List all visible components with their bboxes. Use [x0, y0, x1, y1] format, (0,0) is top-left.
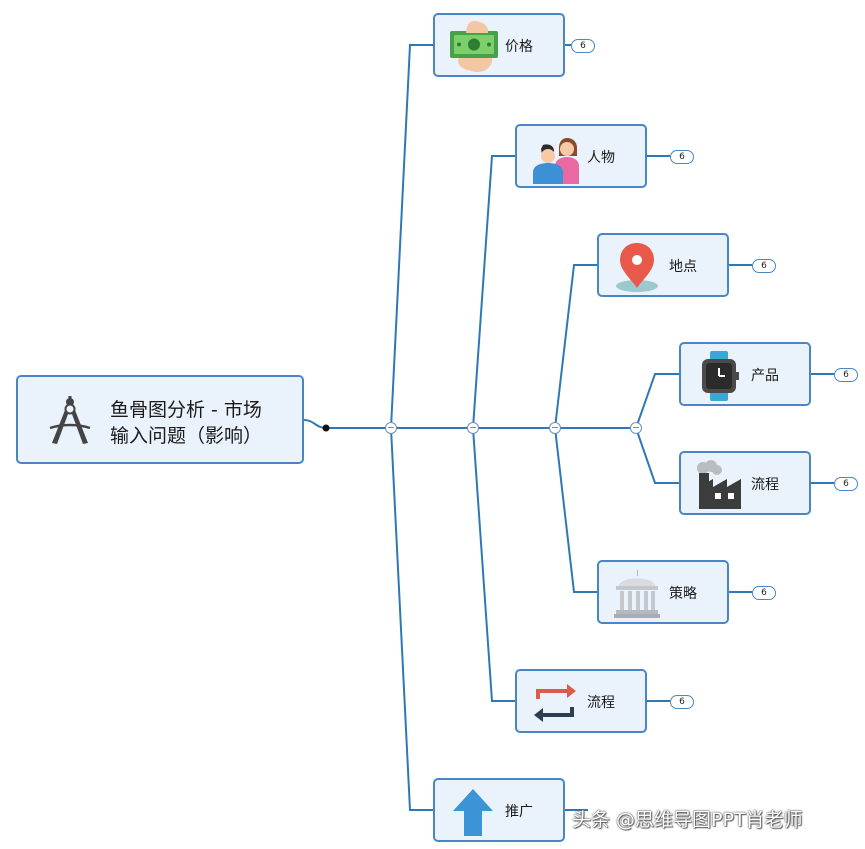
government-building-icon [614, 570, 660, 618]
count-badge[interactable]: 6 [752, 586, 776, 600]
topic-price[interactable]: 价格 [433, 13, 565, 77]
count-badge[interactable]: 6 [834, 477, 858, 491]
location-pin-icon [616, 243, 658, 292]
branch-process-bottom [472, 427, 515, 702]
branch-process-right [635, 427, 679, 484]
topic-label: 策略 [669, 586, 697, 602]
branch-strategy [554, 427, 597, 593]
collapse-toggle[interactable] [630, 422, 642, 434]
topic-label: 流程 [751, 477, 779, 493]
root-title: 鱼骨图分析 - 市场 输入问题（影响） [110, 397, 300, 449]
money-icon [450, 21, 498, 72]
topic-people[interactable]: 人物 [515, 124, 647, 188]
collapse-toggle[interactable] [385, 422, 397, 434]
count-badge[interactable]: 6 [670, 150, 694, 164]
topic-label: 流程 [587, 695, 615, 711]
topic-label: 产品 [751, 368, 779, 384]
topic-label: 价格 [505, 39, 533, 55]
compass-icon [49, 396, 91, 444]
topic-place[interactable]: 地点 [597, 233, 729, 297]
count-badge[interactable]: 6 [670, 695, 694, 709]
up-arrow-icon [453, 789, 493, 836]
root-topic[interactable]: 鱼骨图分析 - 市场 输入问题（影响） [16, 375, 304, 464]
topic-strategy[interactable]: 策略 [597, 560, 729, 624]
branch-promotion [390, 427, 433, 811]
repeat-arrows-icon [534, 684, 576, 722]
root-title-line2: 输入问题（影响） [110, 425, 263, 447]
collapse-toggle[interactable] [549, 422, 561, 434]
branch-price [390, 44, 433, 429]
factory-icon [697, 460, 741, 509]
smartwatch-icon [702, 351, 739, 401]
count-badge[interactable]: 6 [571, 39, 595, 53]
branch-product [635, 373, 679, 429]
topic-label: 推广 [505, 804, 533, 820]
root-title-line1: 鱼骨图分析 - 市场 [110, 399, 262, 421]
count-badge[interactable]: 6 [752, 259, 776, 273]
people-icon [533, 138, 579, 184]
collapse-toggle[interactable] [467, 422, 479, 434]
topic-promotion[interactable]: 推广 [433, 778, 565, 842]
topic-product[interactable]: 产品 [679, 342, 811, 406]
branch-place [554, 264, 597, 429]
topic-label: 地点 [669, 259, 697, 275]
root-connector-dot [322, 424, 330, 432]
count-badge[interactable]: 6 [834, 368, 858, 382]
topic-label: 人物 [587, 150, 615, 166]
topic-process-repeat[interactable]: 流程 [515, 669, 647, 733]
watermark-text: 头条 @思维导图PPT肖老师 [572, 809, 803, 831]
topic-process-factory[interactable]: 流程 [679, 451, 811, 515]
branch-people [472, 155, 515, 429]
